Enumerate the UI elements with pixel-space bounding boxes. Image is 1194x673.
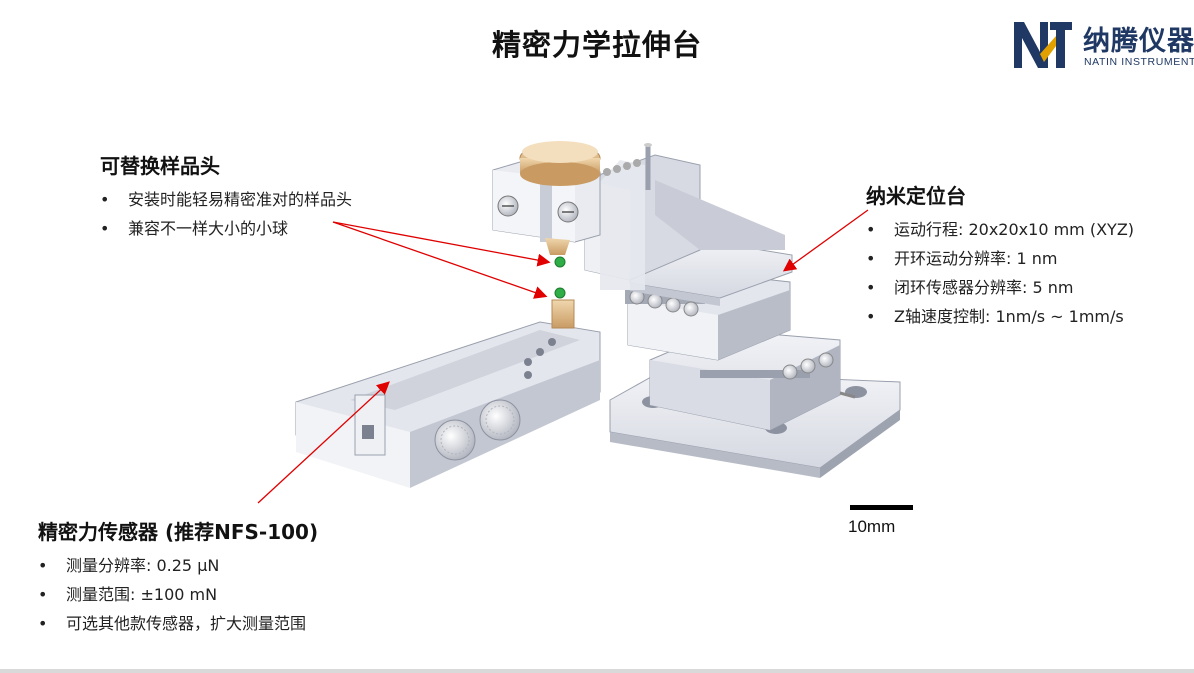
bullet-icon: • [866,278,876,297]
bullet-text: 测量范围: ±100 mN [66,585,218,604]
company-logo: 纳腾仪器 NATIN INSTRUMENT [1010,16,1194,72]
bullet-text: 可选其他款传感器，扩大测量范围 [66,614,307,633]
bullet-text: 安装时能轻易精密准对的样品头 [128,190,353,209]
nano-stage-bullets: •运动行程: 20x20x10 mm (XYZ) •开环运动分辨率: 1 nm … [866,215,1134,331]
tower-bracket [584,143,785,290]
logo-mark-icon [1014,22,1072,68]
sample-head-info: 可替换样品头 • 安装时能轻易精密准对的样品头 • 兼容不一样大小的小球 [100,150,352,243]
list-item: • 开环运动分辨率: 1 nm [866,244,1134,273]
bullet-icon: • [38,614,48,633]
force-sensor-bullets: • 测量分辨率: 0.25 μN • 测量范围: ±100 mN • 可选其他款传感器… [38,551,318,638]
bullet-icon: • [866,249,876,268]
scale-label: 10mm [848,517,896,536]
bullet-text: 开环运动分辨率: 1 nm [894,249,1058,268]
list-item: • 闭环传感器分辨率: 5 nm [866,273,1134,302]
bullet-text: 测量分辨率: 0.25 μN [66,556,220,575]
force-sensor-heading: 精密力传感器 (推荐NFS-100) [38,520,319,544]
sample-head-holder [492,141,601,268]
scale-bar [850,505,913,510]
logo-english-name: NATIN INSTRUMENT [1084,56,1194,68]
bullet-icon: • [866,307,876,326]
callout-arrows [257,209,869,504]
list-item: • 测量分辨率: 0.25 μN [38,551,318,580]
force-sensor-info: 精密力传感器 (推荐NFS-100) • 测量分辨率: 0.25 μN • 测量范围… [38,516,318,638]
list-item: • 可选其他款传感器，扩大测量范围 [38,609,318,638]
bullet-text: 运动行程: 20x20x10 mm (XYZ) [894,220,1135,239]
list-item: • Z轴速度控制: 1nm/s ~ 1mm/s [866,302,1134,331]
slide-title: 精密力学拉伸台 [491,28,702,62]
bullet-text: Z轴速度控制: 1nm/s ~ 1mm/s [894,307,1124,326]
bullet-icon: • [866,220,876,239]
bullet-icon: • [100,219,110,238]
nano-stage-info: 纳米定位台 • 运动行程: 20x20x10 mm (XYZ) • 开环运动分辨率:… [866,180,1134,331]
sample-head-heading: 可替换样品头 [100,154,220,178]
sample-head-bullets: • 安装时能轻易精密准对的样品头 • 兼容不一样大小的小球 [100,185,352,243]
bullet-icon: • [38,556,48,575]
list-item: • 兼容不一样大小的小球 [100,214,352,243]
list-item: • 安装时能轻易精密准对的样品头 [100,185,352,214]
bullet-text: 兼容不一样大小的小球 [128,219,289,238]
bullet-icon: • [38,585,48,604]
bullet-text: 闭环传感器分辨率: 5 nm [894,278,1074,297]
bullet-icon: • [100,190,110,209]
slide-bottom-border [0,669,1194,673]
nano-stage-heading: 纳米定位台 [866,184,966,208]
force-sensor-module [295,287,601,488]
logo-chinese-name: 纳腾仪器 [1083,26,1194,57]
list-item: • 运动行程: 20x20x10 mm (XYZ) [866,215,1134,244]
list-item: • 测量范围: ±100 mN [38,580,318,609]
